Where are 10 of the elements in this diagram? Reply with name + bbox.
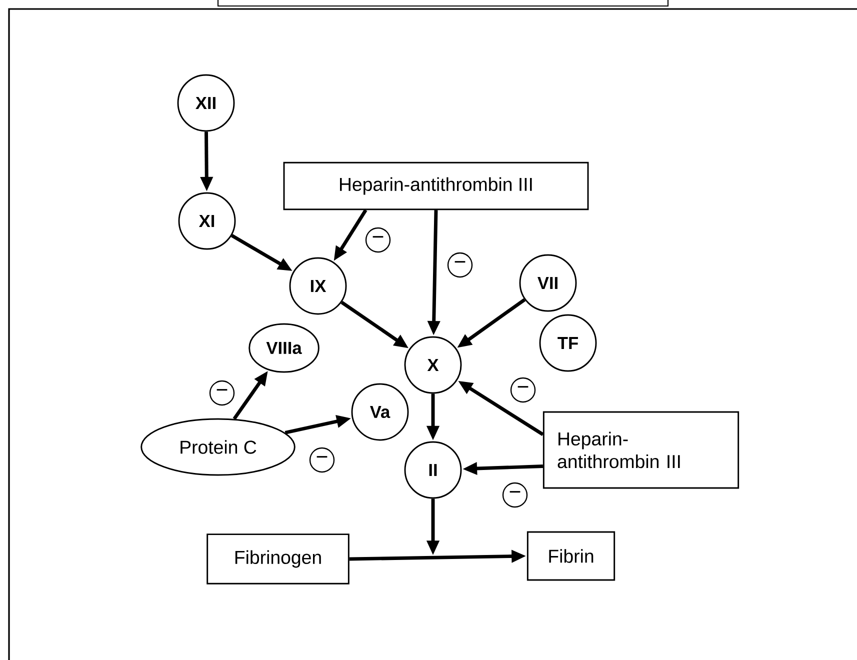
inhibitor-box: Fibrinogen xyxy=(206,534,350,584)
minus-sign: − xyxy=(510,377,536,403)
inhibitor-box: Heparin-antithrombin III xyxy=(283,162,589,210)
minus-sign: − xyxy=(502,482,528,508)
minus-sign: − xyxy=(447,252,473,278)
inhibitor-box: Fibrin xyxy=(526,531,616,581)
inhibitor-box: Heparin- antithrombin III xyxy=(542,411,740,489)
minus-sign: − xyxy=(365,227,391,253)
minus-sign: − xyxy=(309,447,335,473)
minus-sign: − xyxy=(209,380,235,406)
